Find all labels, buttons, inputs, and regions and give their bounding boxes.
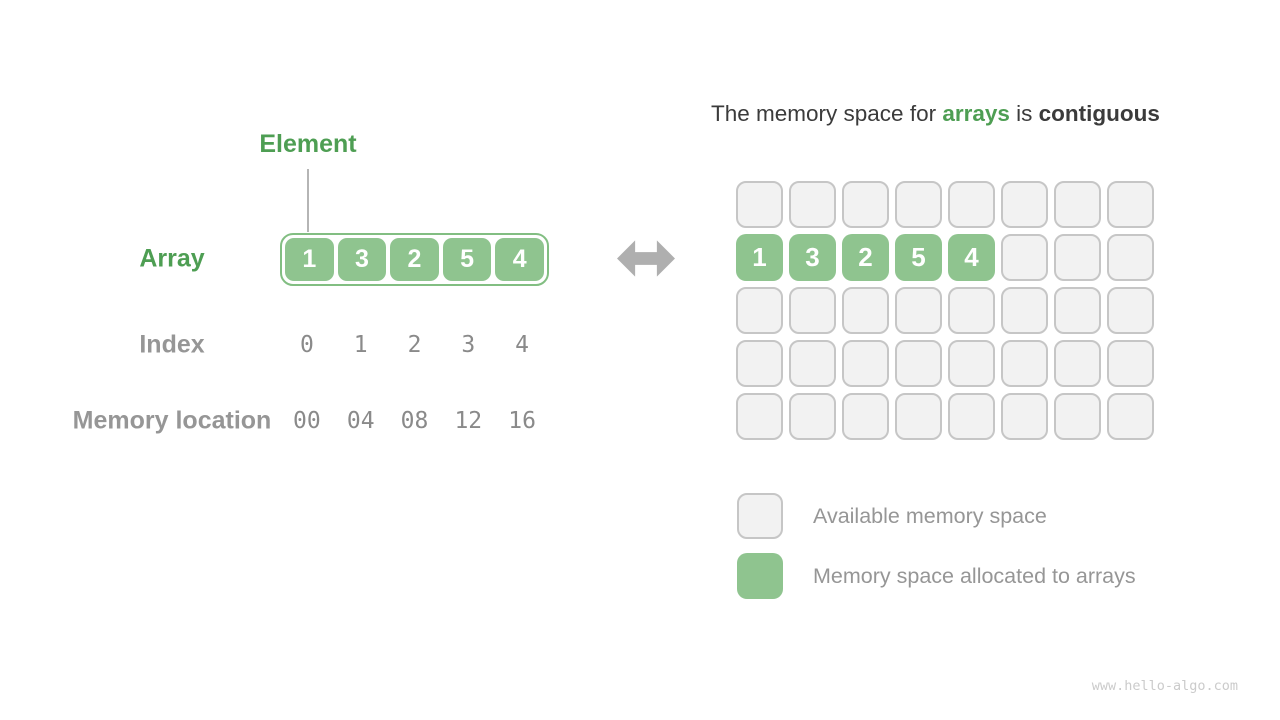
memory-cell	[842, 340, 889, 387]
index-value: 3	[461, 332, 476, 358]
memory-cell	[1054, 234, 1101, 281]
index-value: 1	[353, 332, 368, 358]
title-highlight-arrays: arrays	[942, 101, 1010, 126]
available-memory-swatch	[737, 493, 783, 539]
array-cell: 1	[285, 238, 334, 281]
legend: Available memory space Memory space allo…	[737, 493, 1136, 599]
memory-cell	[736, 181, 783, 228]
array-label: Array	[139, 244, 205, 273]
memory-cell	[948, 340, 995, 387]
memory-cell	[1001, 393, 1048, 440]
memory-cell	[895, 340, 942, 387]
memory-cell	[1001, 287, 1048, 334]
array-cell: 4	[495, 238, 544, 281]
legend-label: Available memory space	[813, 503, 1047, 528]
memory-cell: 3	[789, 234, 836, 281]
title-text: is	[1009, 101, 1039, 126]
memory-location-value: 08	[400, 408, 429, 434]
memory-cell	[895, 287, 942, 334]
memory-cell	[1107, 393, 1154, 440]
element-label: Element	[259, 130, 357, 158]
index-value: 2	[407, 332, 422, 358]
memory-location-value: 00	[293, 408, 321, 434]
memory-cell: 2	[842, 234, 889, 281]
index-value: 4	[515, 332, 530, 358]
memory-cell	[736, 393, 783, 440]
memory-cell	[1001, 340, 1048, 387]
memory-location-value: 16	[508, 408, 536, 434]
memory-cell: 5	[895, 234, 942, 281]
index-label: Index	[139, 330, 205, 359]
memory-location-value: 04	[346, 408, 375, 434]
memory-cell	[948, 181, 995, 228]
memory-cell	[1107, 340, 1154, 387]
memory-cell	[948, 393, 995, 440]
figure-title: The memory space for arrays is contiguou…	[711, 101, 1160, 127]
memory-cell	[1001, 234, 1048, 281]
index-value: 0	[299, 332, 314, 358]
memory-cell	[789, 181, 836, 228]
memory-cell	[789, 393, 836, 440]
memory-cell	[948, 287, 995, 334]
array-container: 1 3 2 5 4	[280, 233, 549, 286]
legend-item-allocated: Memory space allocated to arrays	[737, 553, 1136, 599]
watermark: www.hello-algo.com	[1091, 678, 1238, 694]
memory-cell	[1001, 181, 1048, 228]
memory-cell	[895, 181, 942, 228]
memory-cell	[1054, 393, 1101, 440]
memory-location-value: 12	[454, 408, 483, 434]
memory-cell: 4	[948, 234, 995, 281]
allocated-memory-swatch	[737, 553, 783, 599]
left-right-arrow-icon	[617, 240, 675, 277]
array-cell: 5	[442, 238, 492, 281]
memory-cell	[789, 340, 836, 387]
index-row: 0 1 2 3 4	[280, 332, 549, 358]
memory-cell	[842, 181, 889, 228]
title-text: The memory space for	[711, 101, 943, 126]
memory-location-label: Memory location	[72, 406, 272, 435]
memory-cell	[895, 393, 942, 440]
memory-cell	[1107, 287, 1154, 334]
memory-cell	[736, 287, 783, 334]
array-cell: 2	[390, 238, 439, 281]
memory-cell	[1107, 181, 1154, 228]
memory-cell	[1054, 181, 1101, 228]
title-emphasis-contiguous: contiguous	[1038, 101, 1160, 126]
legend-item-available: Available memory space	[737, 493, 1136, 539]
memory-cell	[1054, 287, 1101, 334]
element-pointer-line	[307, 169, 309, 232]
memory-cell	[736, 340, 783, 387]
memory-cell	[842, 287, 889, 334]
legend-label: Memory space allocated to arrays	[813, 563, 1136, 588]
memory-cell	[1054, 340, 1101, 387]
memory-location-row: 00 04 08 12 16	[280, 408, 549, 434]
array-cell: 3	[337, 238, 387, 281]
memory-cell	[842, 393, 889, 440]
memory-cell: 1	[736, 234, 783, 281]
memory-cell	[789, 287, 836, 334]
memory-cell	[1107, 234, 1154, 281]
